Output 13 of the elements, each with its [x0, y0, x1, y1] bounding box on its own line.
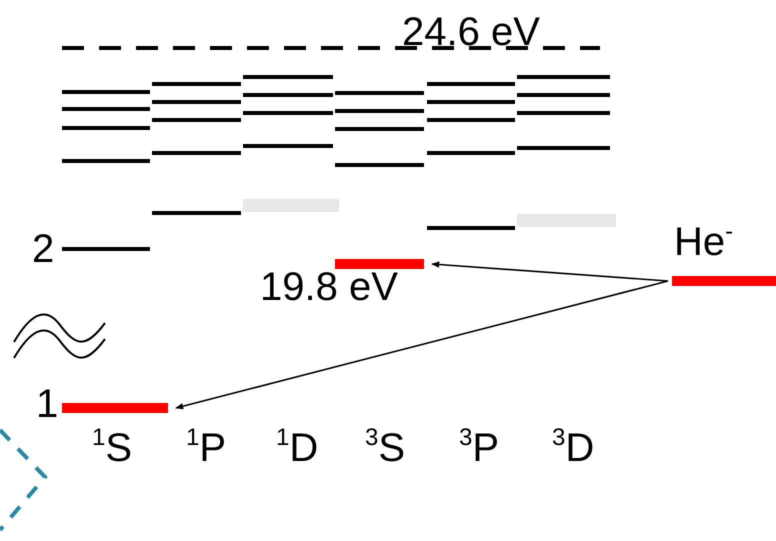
level-label: 24.6 eV	[402, 12, 540, 52]
level-label: $^{3}$D	[552, 428, 594, 468]
level-label: He$^{-}$	[674, 222, 734, 262]
level-label: $^{1}$S	[92, 428, 132, 468]
level-label: $^{1}$P	[186, 428, 226, 468]
level-label: $^{3}$S	[365, 428, 406, 468]
level-label: 1	[36, 384, 58, 424]
arrow	[431, 261, 668, 282]
level-label: $^{1}$D	[276, 428, 318, 468]
level-label: $^{3}$P	[459, 428, 500, 468]
arrow	[175, 280, 668, 410]
level-label: 2	[32, 229, 54, 269]
energy-value: 19.8 eV	[260, 267, 398, 307]
